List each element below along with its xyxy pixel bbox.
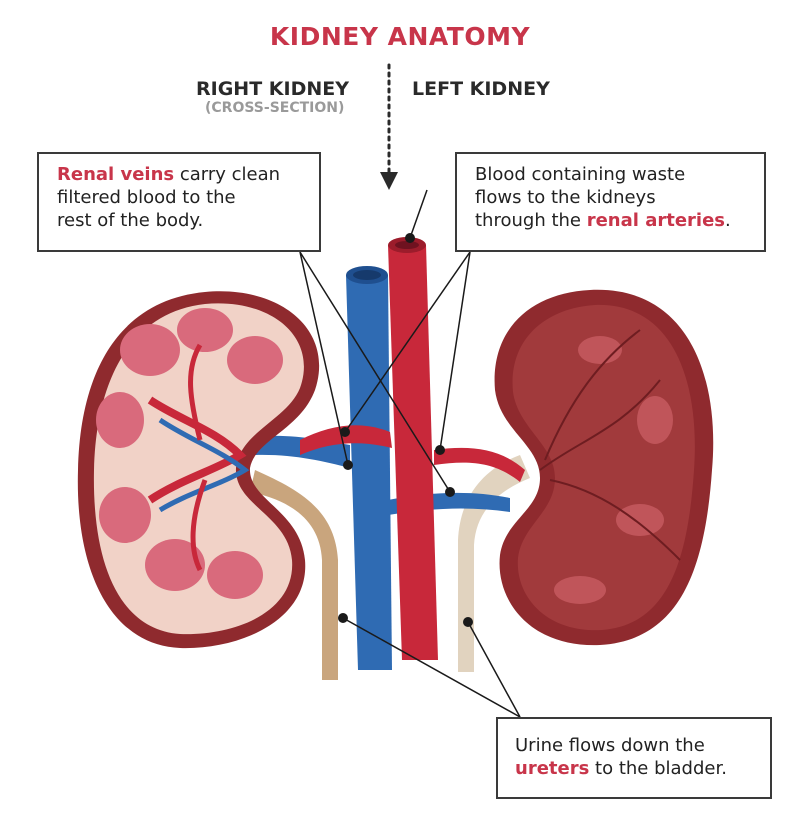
left-kidney-label: LEFT KIDNEY (412, 78, 550, 100)
right-kidney-cross-section (77, 291, 320, 649)
right-ureter (250, 470, 338, 680)
right-kidney-sublabel: (CROSS-SECTION) (205, 100, 345, 116)
leader-dots (338, 233, 473, 627)
renal-arteries-line3-pre: through the (475, 210, 587, 231)
renal-veins-line2: filtered blood to the (57, 187, 236, 208)
renal-veins-highlight: Renal veins (57, 164, 175, 185)
ureters-line2-post: to the bladder. (589, 758, 727, 779)
renal-veins-line3: rest of the body. (57, 210, 204, 231)
left-kidney (494, 289, 714, 646)
renal-arteries-line2: flows to the kidneys (475, 187, 656, 208)
ureters-highlight: ureters (515, 758, 590, 779)
ureters-callout: Urine flows down the ureters to the blad… (496, 717, 772, 799)
renal-arteries-line3-post: . (725, 210, 731, 231)
renal-veins-callout: Renal veins carry clean filtered blood t… (37, 152, 321, 252)
diagram-title: KIDNEY ANATOMY (269, 22, 531, 51)
ureters-line1: Urine flows down the (515, 735, 705, 756)
renal-arteries-line3: through the renal arteries. (475, 209, 754, 232)
renal-arteries-highlight: renal arteries (586, 210, 726, 231)
left-ureter (458, 455, 530, 672)
renal-arteries-callout: Blood containing waste flows to the kidn… (455, 152, 766, 252)
dotted-pointer (380, 63, 398, 190)
ureters-line2: ureters to the bladder. (515, 757, 760, 780)
leader-lines (299, 189, 521, 718)
renal-veins-line1: Renal veins carry clean (57, 163, 307, 186)
renal-veins-line1-rest: carry clean (174, 164, 281, 185)
aorta (300, 237, 525, 660)
right-kidney-label: RIGHT KIDNEY (196, 78, 349, 100)
renal-arteries-line1: Blood containing waste (475, 164, 686, 185)
